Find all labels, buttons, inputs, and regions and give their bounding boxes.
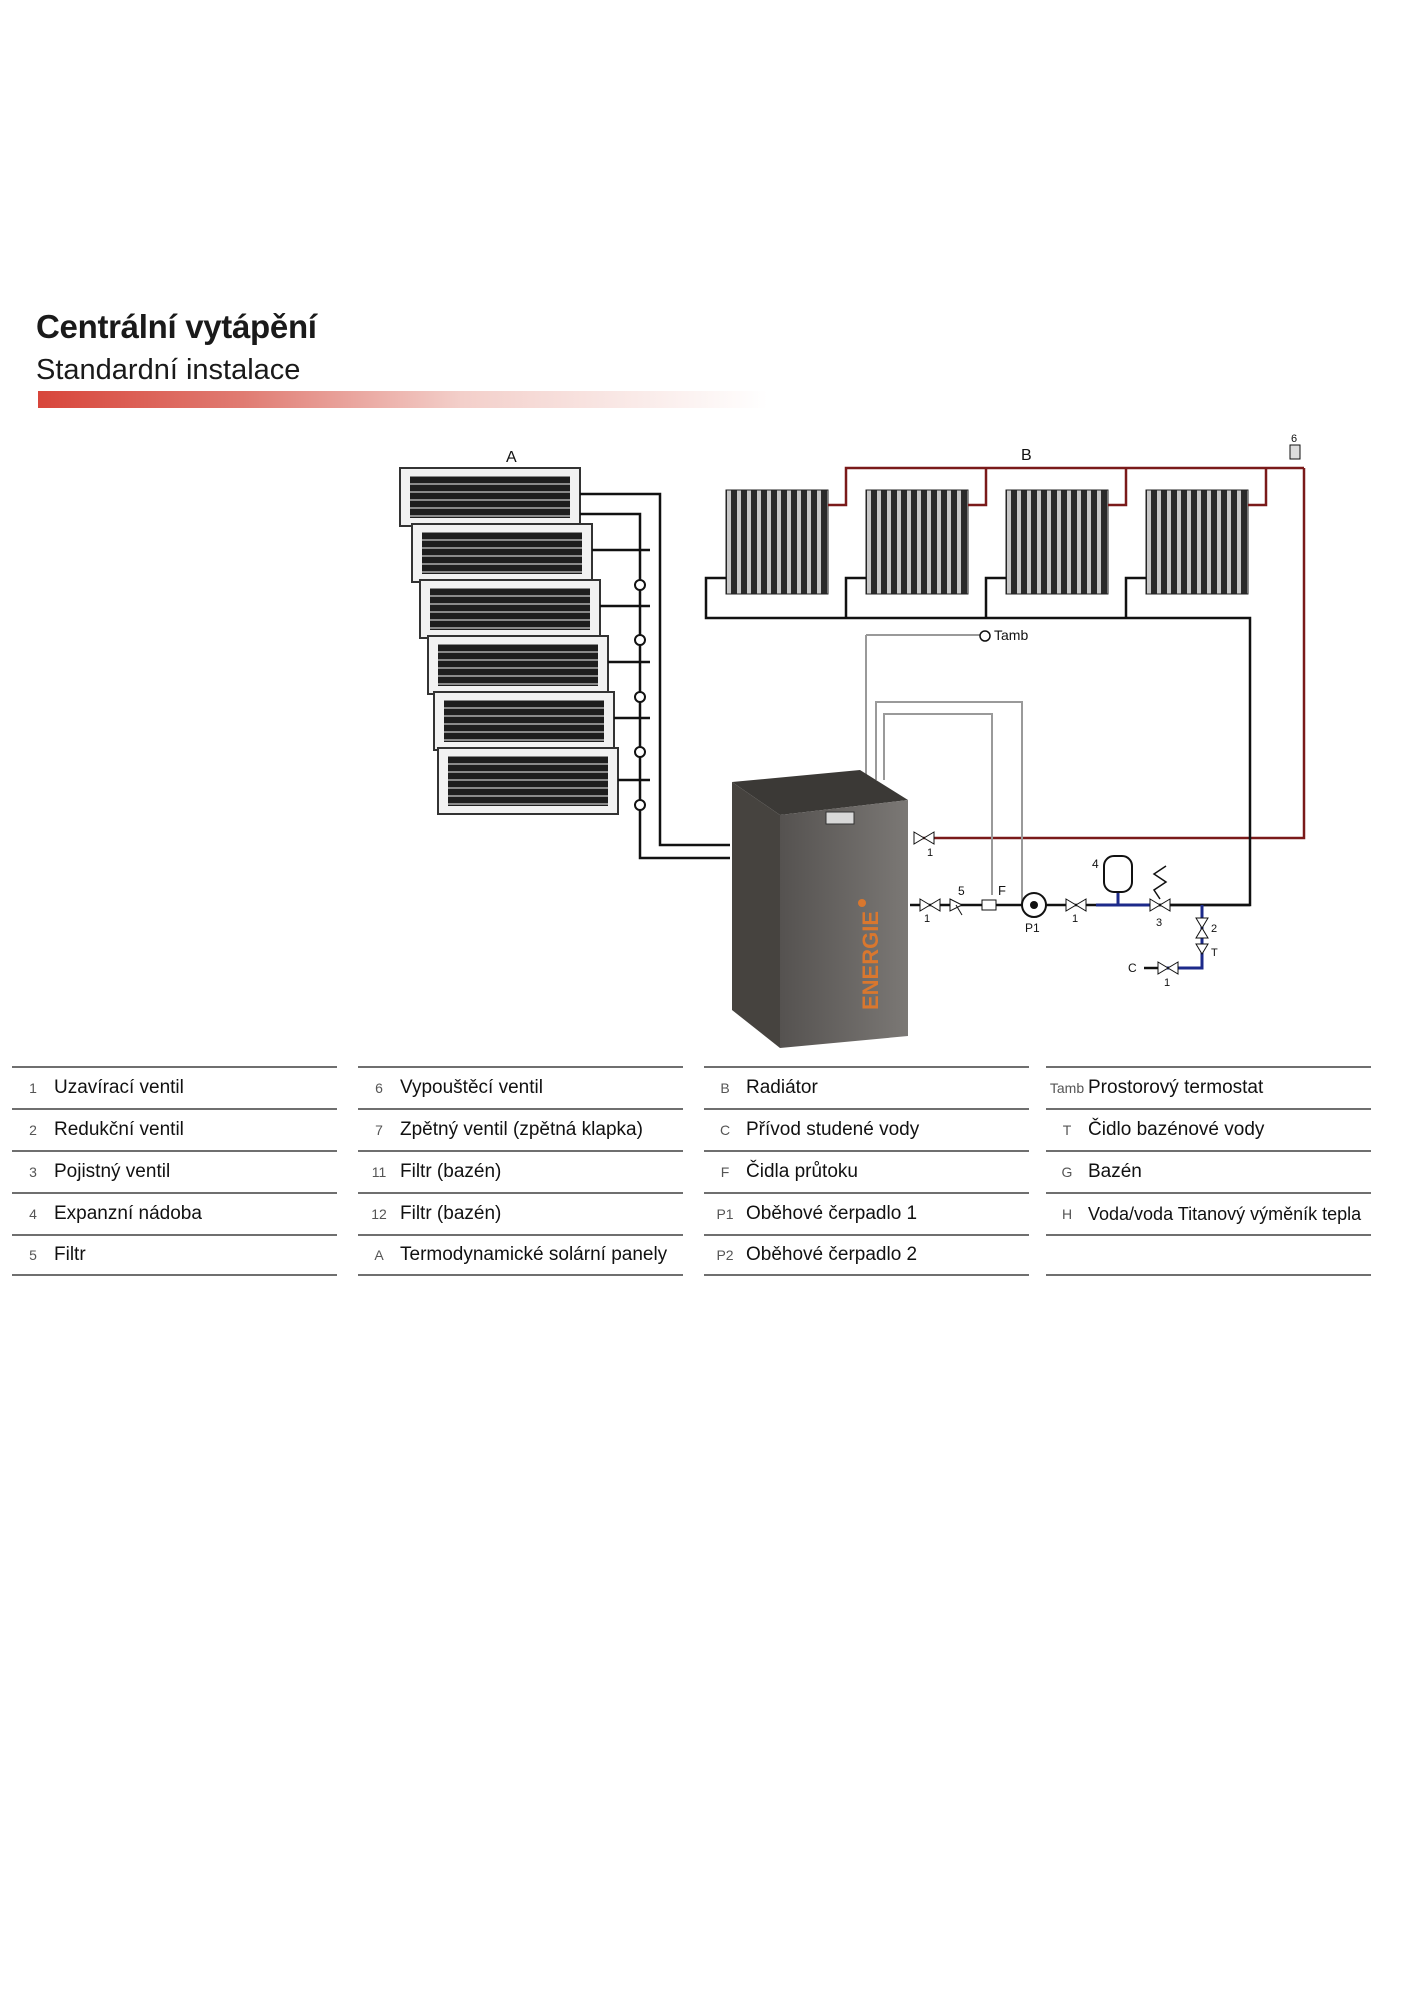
radiator (1145, 489, 1249, 595)
svg-text:1: 1 (1164, 977, 1170, 989)
safety-valve-icon: 3 (1149, 865, 1171, 929)
valve-top: 1 (913, 831, 935, 859)
solar-panel (399, 467, 581, 527)
solar-panel (419, 579, 601, 639)
flow-sensor-icon: F (981, 883, 1006, 911)
radiators-label: B (1021, 447, 1032, 464)
svg-text:3: 3 (1156, 917, 1162, 929)
expansion-vessel-icon: 4 (1092, 855, 1133, 905)
solar-panels: A (399, 449, 730, 860)
svg-text:T: T (1211, 947, 1218, 959)
valve-a: 1 (919, 898, 941, 925)
solar-panel (433, 691, 615, 751)
page-subtitle: Standardní instalace (36, 354, 301, 386)
radiators: B 6 (704, 433, 1306, 907)
filter-icon: 5 (949, 884, 965, 916)
solar-panel (411, 523, 593, 583)
valve-cold: 1 (1157, 961, 1179, 989)
panels-label: A (506, 449, 517, 466)
svg-text:P1: P1 (1025, 921, 1040, 935)
heating-diagram: A B 6 Tamb (399, 433, 1306, 1048)
air-vent-icon: 6 (1289, 433, 1301, 460)
solar-panel (437, 747, 619, 815)
svg-text:5: 5 (958, 884, 965, 898)
check-valve-icon: T (1195, 943, 1218, 959)
svg-text:1: 1 (1072, 913, 1078, 925)
svg-text:2: 2 (1211, 923, 1217, 935)
radiator (865, 489, 969, 595)
room-thermostat: Tamb (865, 627, 1028, 780)
svg-text:1: 1 (924, 913, 930, 925)
radiator (1005, 489, 1109, 595)
reducing-valve-icon: 2 (1195, 917, 1217, 939)
svg-text:C: C (1128, 961, 1137, 975)
cold-water-inlet: C (1128, 961, 1158, 975)
boiler-brand: ENERGIE (858, 911, 883, 1010)
valve-b: 1 (1065, 898, 1087, 925)
svg-text:6: 6 (1291, 433, 1297, 445)
legend-row (1046, 1234, 1371, 1276)
radiator (725, 489, 829, 595)
solar-panel (427, 635, 609, 695)
svg-text:1: 1 (927, 847, 933, 859)
svg-text:F: F (998, 883, 1006, 898)
pump-icon: P1 (1021, 892, 1047, 935)
boiler-unit: ENERGIE (732, 770, 908, 1048)
page-title: Centrální vytápění (36, 308, 317, 345)
svg-text:4: 4 (1092, 857, 1099, 871)
thermostat-label: Tamb (994, 627, 1028, 643)
accent-gradient-bar (38, 391, 768, 408)
